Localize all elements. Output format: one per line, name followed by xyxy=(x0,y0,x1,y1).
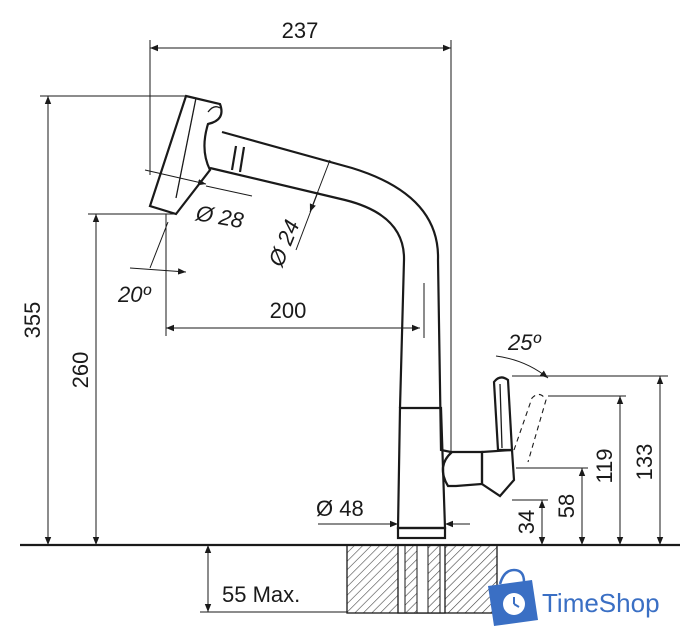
dim-lever-height-119: 119 xyxy=(548,395,626,545)
shopping-bag-clock-icon xyxy=(488,568,538,626)
dim-58-label: 58 xyxy=(554,494,579,518)
dim-lever-angle: 25º xyxy=(495,330,549,379)
dim-head-diameter: Ø 28 xyxy=(144,169,253,233)
dim-lever-height-133: 133 xyxy=(512,375,668,545)
counter-section xyxy=(20,543,680,614)
dim-overall-width: 237 xyxy=(149,18,452,452)
dim-base-height-34: 34 xyxy=(512,499,548,545)
dim-200-label: 200 xyxy=(270,298,307,323)
dim-55max-label: 55 Max. xyxy=(222,582,300,607)
faucet-outline xyxy=(148,94,452,540)
dim-base-diameter: Ø 48 xyxy=(316,496,470,528)
timeshop-logo[interactable]: TimeShop xyxy=(488,568,660,626)
dim-d28-label: Ø 28 xyxy=(193,200,246,233)
dim-260-label: 260 xyxy=(68,352,93,389)
dim-d48-label: Ø 48 xyxy=(316,496,364,521)
dim-20deg-label: 20º xyxy=(117,282,151,307)
dim-counter-thickness: 55 Max. xyxy=(200,545,347,613)
logo-text: TimeShop xyxy=(542,588,660,618)
dim-25deg-label: 25º xyxy=(507,330,541,355)
dim-355-label: 355 xyxy=(20,302,45,339)
dim-119-label: 119 xyxy=(592,448,617,483)
dim-base-height-58: 58 xyxy=(516,467,588,545)
dim-237-label: 237 xyxy=(282,18,319,43)
dim-34-label: 34 xyxy=(514,510,539,534)
dim-spout-height: 260 xyxy=(68,213,175,545)
dim-133-label: 133 xyxy=(632,444,657,481)
dim-head-angle: 20º xyxy=(117,221,187,307)
dim-spout-reach: 200 xyxy=(165,214,420,336)
dim-overall-height: 355 xyxy=(20,95,186,545)
dim-hose-diameter: Ø 24 xyxy=(263,159,331,271)
lever xyxy=(441,376,547,498)
